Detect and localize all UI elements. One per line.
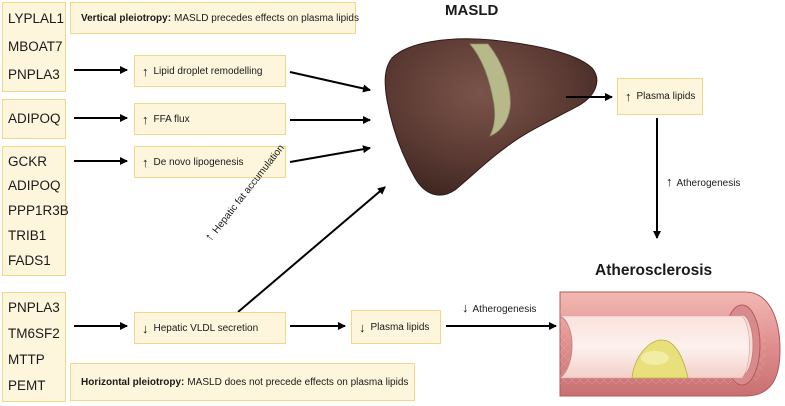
ffa-flux-box: ↑ FFA flux — [134, 103, 286, 135]
gene-label: PNPLA3 — [8, 67, 60, 83]
hepatic-vldl-secretion-box: ↓ Hepatic VLDL secretion — [134, 312, 286, 344]
masld-title: MASLD — [445, 2, 499, 19]
atherosclerosis-title: Atherosclerosis — [595, 262, 713, 279]
liver-illustration — [384, 38, 598, 196]
gene-label: LYPLAL1 — [8, 11, 65, 27]
gene-group-lipid-droplet: LYPLAL1 MBOAT7 PNPLA3 — [2, 2, 66, 92]
gene-label: FADS1 — [8, 252, 51, 268]
gene-label: PPP1R3B — [8, 203, 69, 219]
up-arrow-icon: ↑ — [142, 63, 149, 79]
horizontal-pleiotropy-note: Horizontal pleiotropy: MASLD does not pr… — [70, 363, 415, 401]
plasma-lipids-down-box: ↓ Plasma lipids — [351, 310, 441, 344]
de-novo-lipogenesis-box: ↑ De novo lipogenesis — [134, 146, 286, 178]
plasma-lipids-up-box: ↑ Plasma lipids — [617, 78, 703, 115]
down-arrow-icon: ↓ — [462, 300, 469, 315]
atherogenesis-down-label: ↓Atherogenesis — [462, 300, 537, 315]
gene-group-de-novo-lipogenesis: GCKR ADIPOQ PPP1R3B TRIB1 FADS1 — [2, 146, 69, 276]
gene-label: ADIPOQ — [8, 178, 61, 194]
up-arrow-icon: ↑ — [625, 89, 632, 104]
gene-label: ADIPOQ — [8, 111, 61, 127]
lipid-droplet-remodelling-box: ↑ Lipid droplet remodelling — [134, 55, 286, 87]
gene-label: PEMT — [8, 378, 46, 394]
gene-label: TM6SF2 — [8, 326, 60, 342]
gene-group-ffa-flux: ADIPOQ — [2, 99, 66, 139]
gene-group-vldl-secretion: PNPLA3 TM6SF2 MTTP PEMT — [2, 292, 66, 402]
gene-label: MTTP — [8, 352, 45, 368]
artery-illustration — [559, 291, 781, 397]
gene-label: MBOAT7 — [8, 39, 63, 55]
up-arrow-icon: ↑ — [142, 111, 149, 127]
vertical-pleiotropy-note: Vertical pleiotropy: MASLD precedes effe… — [70, 2, 359, 34]
down-arrow-icon: ↓ — [359, 319, 366, 335]
atherogenesis-up-label: ↑Atherogenesis — [666, 174, 741, 189]
down-arrow-icon: ↓ — [142, 320, 149, 336]
gene-label: GCKR — [8, 153, 48, 169]
up-arrow-icon: ↑ — [666, 174, 673, 189]
gene-label: TRIB1 — [8, 228, 47, 244]
gene-label: PNPLA3 — [8, 300, 60, 316]
up-arrow-icon: ↑ — [142, 154, 149, 170]
